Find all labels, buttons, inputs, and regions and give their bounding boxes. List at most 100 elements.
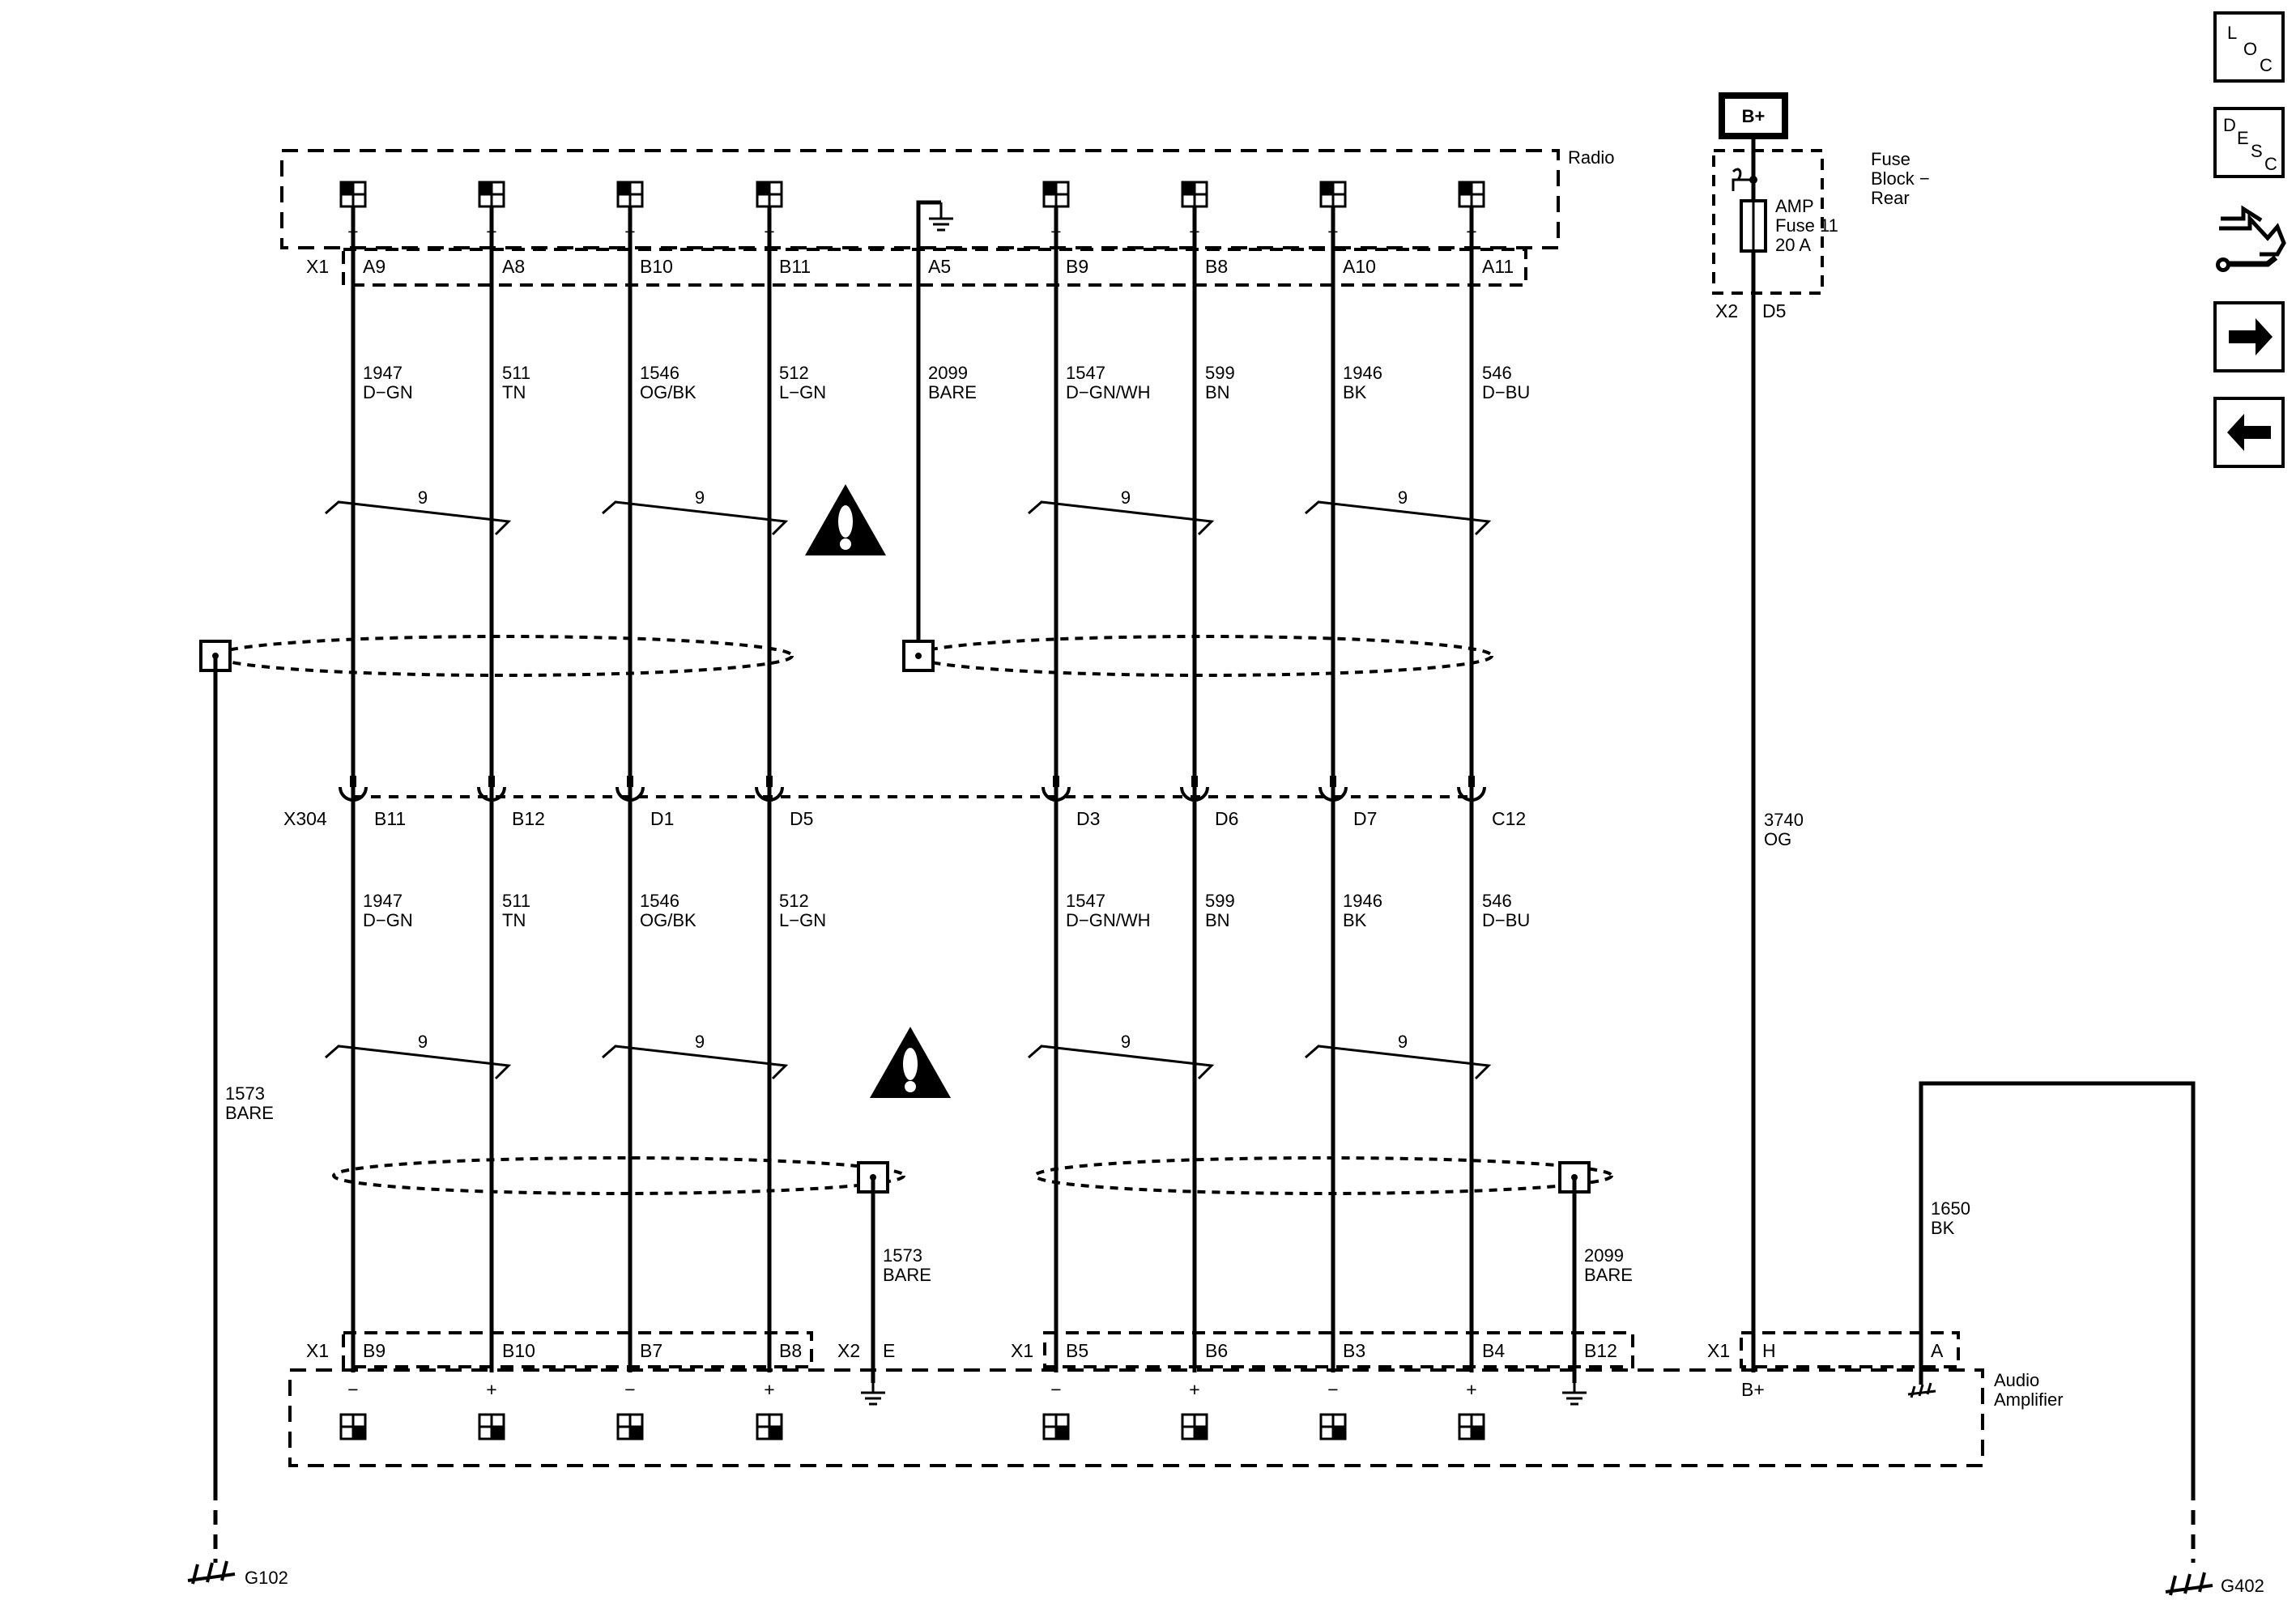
wire-color: D−GN/WH — [1066, 910, 1151, 930]
circuit-number: 1946 — [1343, 891, 1382, 911]
amp-speaker-icon — [1458, 1413, 1485, 1440]
radio-speaker-icon — [1458, 181, 1485, 208]
previous-page-button[interactable] — [2213, 397, 2285, 468]
wire-color: BN — [1205, 382, 1230, 402]
twisted-pair-marker — [602, 1045, 789, 1080]
desc-letter-c: C — [2264, 154, 2277, 174]
radio-pin: A10 — [1343, 256, 1376, 277]
amplifier-label: Audio — [1994, 1370, 2039, 1390]
circuit-number: 511 — [502, 363, 530, 383]
twisted-pair-marker — [325, 1045, 512, 1080]
bplus-label: B+ — [1742, 106, 1766, 126]
twist-count: 9 — [695, 1032, 705, 1052]
wire-color: BARE — [928, 382, 977, 402]
inline-pin: D6 — [1215, 808, 1238, 829]
loc-letter-l: L — [2227, 23, 2237, 43]
radio-pin: B8 — [1205, 256, 1228, 277]
warning-icon[interactable] — [805, 484, 886, 555]
fuse-block-label: Block − — [1871, 168, 1930, 189]
radio-connector-label: X1 — [306, 256, 329, 277]
audio-amplifier-module: Audio Amplifier − + − + − + − + B+ — [288, 1368, 2064, 1467]
wire-color: D−BU — [1482, 382, 1530, 402]
wire-color: BK — [1343, 910, 1367, 930]
wire-color: BARE — [883, 1265, 931, 1285]
twist-count: 9 — [1121, 1032, 1131, 1052]
wire-color: BK — [1931, 1218, 1955, 1238]
upper-twist-markers — [325, 500, 1492, 536]
amp-speaker-icon — [1319, 1413, 1347, 1440]
radio-speaker-icon — [478, 181, 505, 208]
loc-letter-o: O — [2243, 39, 2257, 59]
fuse-label: Fuse 11 — [1775, 215, 1838, 236]
radio-pin: A9 — [363, 256, 386, 277]
radio-pin: B11 — [779, 256, 811, 277]
circuit-number: 1573 — [883, 1245, 922, 1266]
amp-ground-wire — [1919, 1081, 2196, 1563]
amp-bplus-label: B+ — [1741, 1379, 1765, 1400]
radio-pin: A8 — [502, 256, 525, 277]
description-button[interactable]: D E S C — [2213, 107, 2285, 178]
twisted-pair-marker — [1305, 500, 1492, 536]
circuit-number: 1946 — [1343, 363, 1382, 383]
wire-color: OG/BK — [640, 910, 696, 930]
wire-color: D−GN — [363, 910, 413, 930]
ground-icon — [1561, 1381, 1588, 1406]
desc-letter-d: D — [2223, 115, 2236, 135]
wire-color: L−GN — [779, 910, 826, 930]
upper-wire-labels: 1947 D−GN 511 TN 1546 OG/BK 512 L−GN 209… — [363, 363, 1530, 402]
radio-speaker-icon — [1181, 181, 1208, 208]
radio-speaker-icon — [616, 181, 644, 208]
ground-icon — [859, 1381, 887, 1406]
twist-count: 9 — [418, 1032, 428, 1052]
amp-connector-label: X1 — [306, 1340, 329, 1361]
wire-color: TN — [502, 382, 526, 402]
desc-letter-e: E — [2237, 128, 2249, 148]
inline-pin: B11 — [374, 808, 406, 829]
wire-color: D−GN/WH — [1066, 382, 1151, 402]
circuit-number: 512 — [779, 891, 809, 911]
warning-icon[interactable] — [870, 1027, 951, 1098]
wire-color: BK — [1343, 382, 1367, 402]
radio-pin: B10 — [640, 256, 673, 277]
radio-pin: A11 — [1482, 256, 1514, 277]
circuit-number: 546 — [1482, 891, 1512, 911]
shield-ellipse — [1033, 1156, 1613, 1195]
amp-polarity: − — [624, 1379, 635, 1400]
ground-label: G102 — [245, 1568, 288, 1588]
amp-pin: A — [1931, 1340, 1944, 1361]
desc-letter-s: S — [2251, 141, 2263, 161]
arrow-left-icon — [2227, 414, 2271, 451]
inline-pin: D3 — [1076, 808, 1100, 829]
fuse-label: AMP — [1775, 196, 1814, 216]
circuit-number: 512 — [779, 363, 809, 383]
amp-pin: B4 — [1482, 1340, 1505, 1361]
radio-connector-x1: X1 A9 A8 B10 B11 A5 B9 B8 A10 A11 — [306, 248, 1527, 287]
amp-connector-label: X2 — [837, 1340, 860, 1361]
amp-polarity: − — [1327, 1379, 1338, 1400]
wire-color: BARE — [1584, 1265, 1633, 1285]
amp-connector-label: X1 — [1011, 1340, 1033, 1361]
amp-speaker-icon — [1181, 1413, 1208, 1440]
wire-color: L−GN — [779, 382, 826, 402]
inline-pin: D5 — [790, 808, 813, 829]
shield-drain-icon — [902, 640, 935, 672]
ground-g402-icon — [2165, 1572, 2213, 1596]
fuse-block-label: Rear — [1871, 188, 1910, 208]
circuit-number: 599 — [1205, 363, 1235, 383]
connector-wrench-icon[interactable] — [2216, 205, 2286, 272]
amp-polarity: − — [1050, 1379, 1061, 1400]
radio-speaker-icon — [1042, 181, 1070, 208]
radio-speaker-icon — [756, 181, 783, 208]
amp-pin: B3 — [1343, 1340, 1365, 1361]
loc-letter-c: C — [2260, 55, 2273, 75]
lower-twist-markers — [325, 1045, 1492, 1080]
amp-pin: B5 — [1066, 1340, 1088, 1361]
twisted-pair-marker — [602, 500, 789, 536]
location-button[interactable]: L O C — [2213, 11, 2285, 83]
radio-pin: A5 — [928, 256, 951, 277]
lower-drain-wires — [871, 1177, 1577, 1383]
fuse-label: 20 A — [1775, 235, 1811, 255]
next-page-button[interactable] — [2213, 301, 2285, 372]
fuse-connector-label: X2 — [1715, 300, 1738, 321]
radio-pin: B9 — [1066, 256, 1088, 277]
